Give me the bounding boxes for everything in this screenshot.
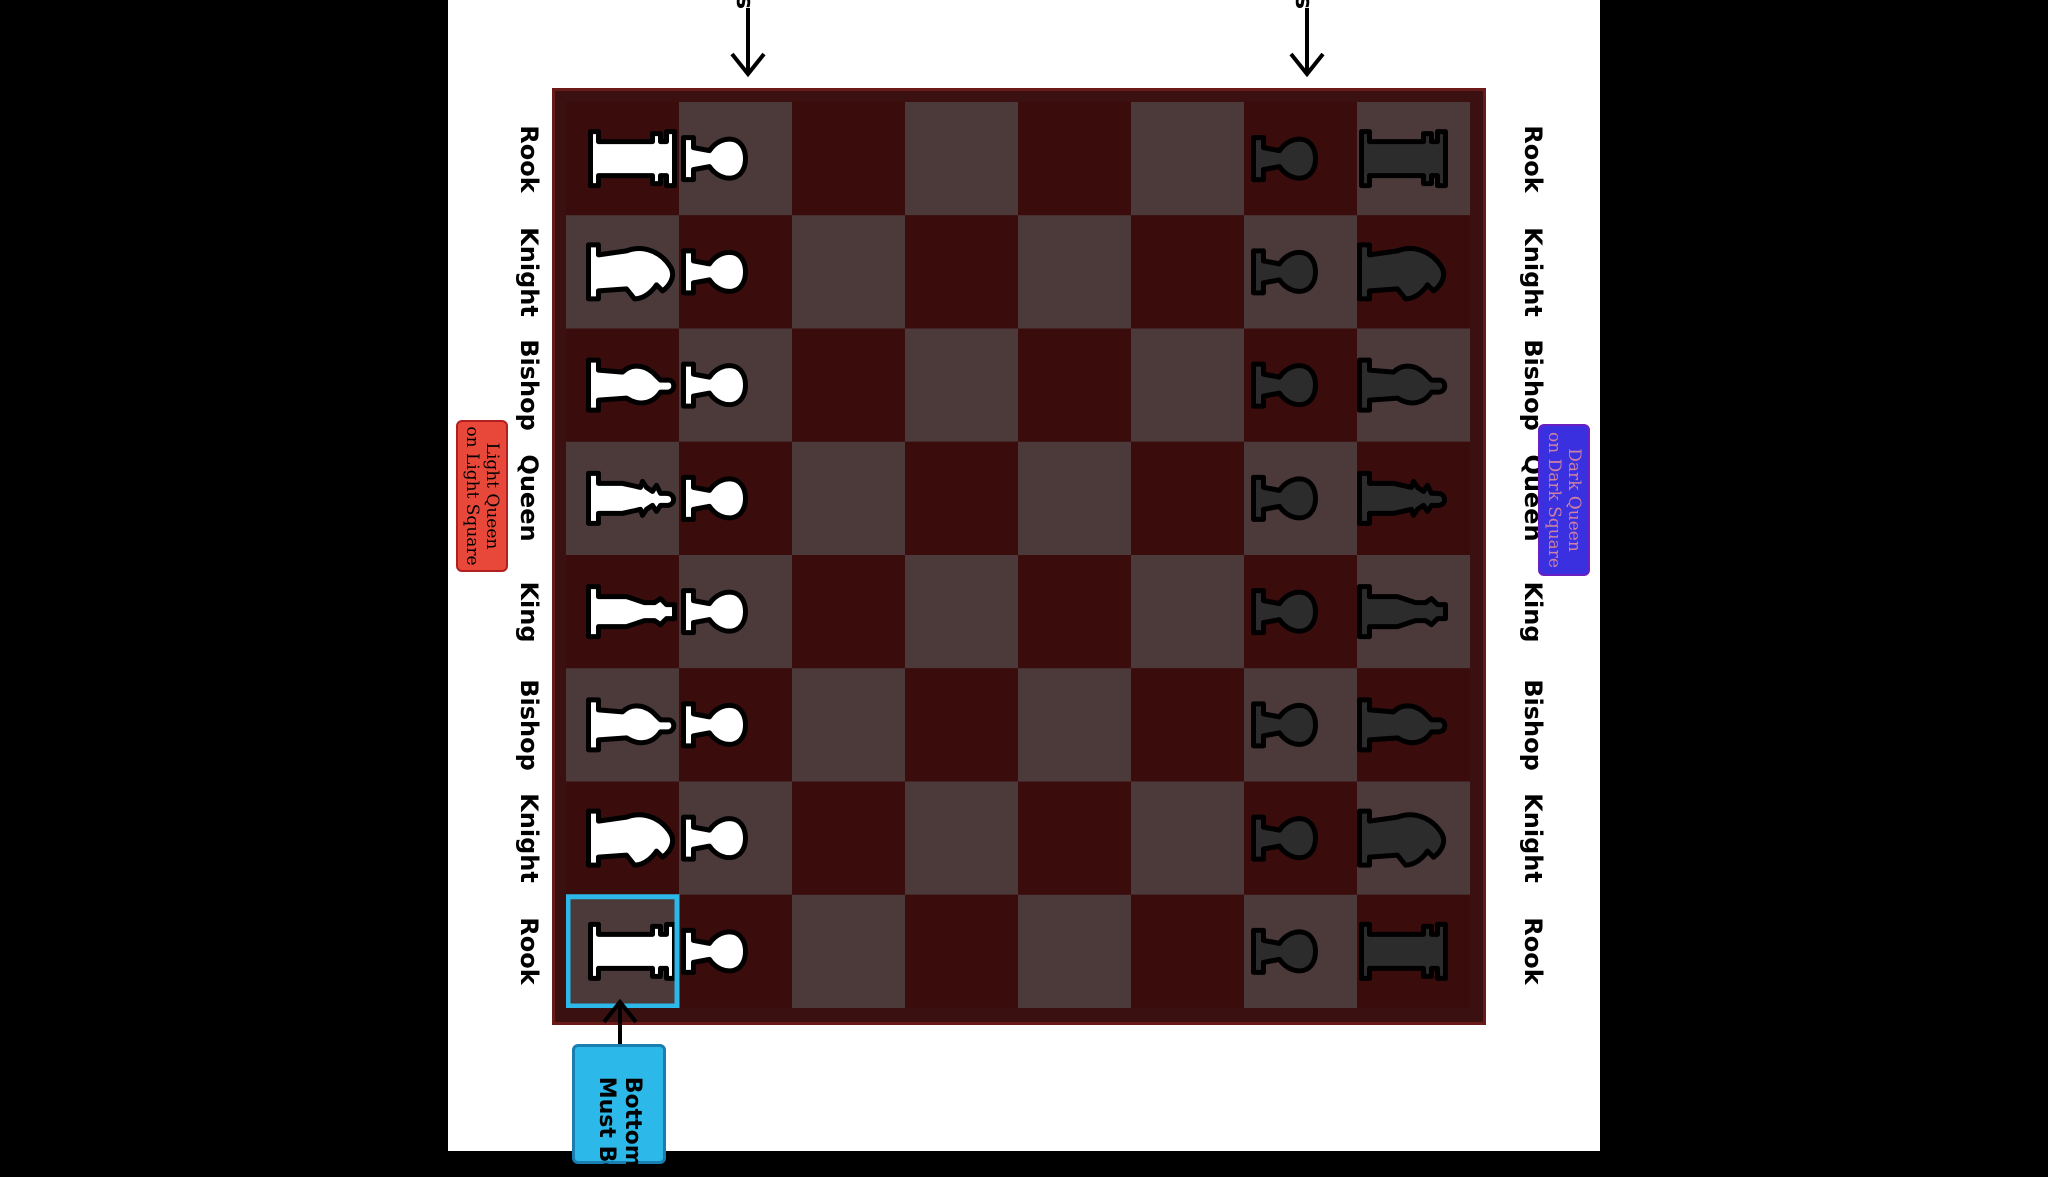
board-square [905, 441, 1018, 555]
bottom-right-callout-text: Bottom- Must Be [594, 1076, 645, 1177]
board-square [1018, 441, 1131, 555]
piece-label-left: Rook [515, 124, 543, 193]
board-square [905, 668, 1018, 782]
board-square [1131, 328, 1244, 442]
pawn-icon [1251, 361, 1318, 409]
board-square [1131, 441, 1244, 555]
arrow-down-icon [1289, 8, 1325, 78]
pawn-icon [1251, 135, 1318, 183]
board-square [792, 441, 905, 555]
piece-label-left: Bishop [515, 339, 543, 431]
piece-label-left: King [515, 581, 543, 643]
light-queen-callout-text: Light Queen on Light Square [462, 426, 502, 566]
board-square [905, 555, 1018, 669]
pawn-icon [681, 588, 748, 636]
piece-label-right: Knight [1519, 227, 1547, 317]
board-square [905, 781, 1018, 895]
bottom-right-callout: Bottom- Must Be [572, 1044, 666, 1177]
board-square [792, 668, 905, 782]
rook-icon [1359, 921, 1448, 981]
pawn-icon [681, 248, 748, 296]
bishop-icon [1357, 697, 1448, 753]
piece-label-left: Queen [515, 454, 543, 542]
board-square [905, 215, 1018, 329]
pawn-icon [681, 135, 748, 183]
bishop-icon [586, 697, 677, 753]
board-square [1018, 102, 1131, 216]
piece-label-right: Bishop [1519, 679, 1547, 771]
board-square [1131, 102, 1244, 216]
board-square [1018, 215, 1131, 329]
board-square [1018, 555, 1131, 669]
pawn-icon [681, 701, 748, 749]
rook-icon [1359, 129, 1448, 189]
board-square [905, 328, 1018, 442]
piece-label-left: Bishop [515, 679, 543, 771]
board-square [792, 894, 905, 1008]
pawn-icon [1251, 927, 1318, 975]
pawn-icon [1251, 701, 1318, 749]
piece-label-right: Rook [1519, 917, 1547, 986]
bishop-icon [1357, 357, 1448, 413]
arrow-down-icon [730, 8, 766, 78]
pawn-icon [1251, 474, 1318, 522]
light-queen-callout: Light Queen on Light Square [456, 420, 508, 572]
pawn-icon [1251, 588, 1318, 636]
pawn-icon [1251, 814, 1318, 862]
knight-icon [586, 242, 676, 302]
piece-label-right: Knight [1519, 793, 1547, 883]
board-square [792, 328, 905, 442]
piece-label-left: Rook [515, 917, 543, 986]
knight-icon [1357, 242, 1447, 302]
board-square [792, 102, 905, 216]
board-square [1018, 894, 1131, 1008]
queen-icon [586, 470, 676, 526]
board-square [792, 781, 905, 895]
board-square [792, 215, 905, 329]
chessboard-svg [566, 102, 1470, 1008]
rook-icon [588, 129, 677, 189]
chessboard [566, 102, 1470, 1008]
board-square [905, 102, 1018, 216]
rook-icon [588, 921, 677, 981]
king-icon [586, 584, 677, 640]
pawn-icon [681, 814, 748, 862]
board-square [1131, 555, 1244, 669]
pawn-icon [681, 361, 748, 409]
bishop-icon [586, 357, 677, 413]
pawn-icon [1251, 248, 1318, 296]
board-square [1018, 668, 1131, 782]
dark-queen-callout-text: Dark Queen on Dark Square [1544, 432, 1584, 568]
board-square [1131, 215, 1244, 329]
board-square [1131, 668, 1244, 782]
board-square [792, 555, 905, 669]
knight-icon [1357, 808, 1447, 868]
piece-label-left: Knight [515, 227, 543, 317]
board-square [905, 894, 1018, 1008]
piece-label-right: Rook [1519, 124, 1547, 193]
board-square [1131, 781, 1244, 895]
king-icon [1357, 584, 1448, 640]
dark-queen-callout: Dark Queen on Dark Square [1538, 424, 1590, 576]
queen-icon [1357, 470, 1447, 526]
pawn-icon [681, 927, 748, 975]
board-square [1131, 894, 1244, 1008]
knight-icon [586, 808, 676, 868]
pawn-icon [681, 474, 748, 522]
piece-label-left: Knight [515, 793, 543, 883]
board-square [1018, 781, 1131, 895]
board-square [1018, 328, 1131, 442]
